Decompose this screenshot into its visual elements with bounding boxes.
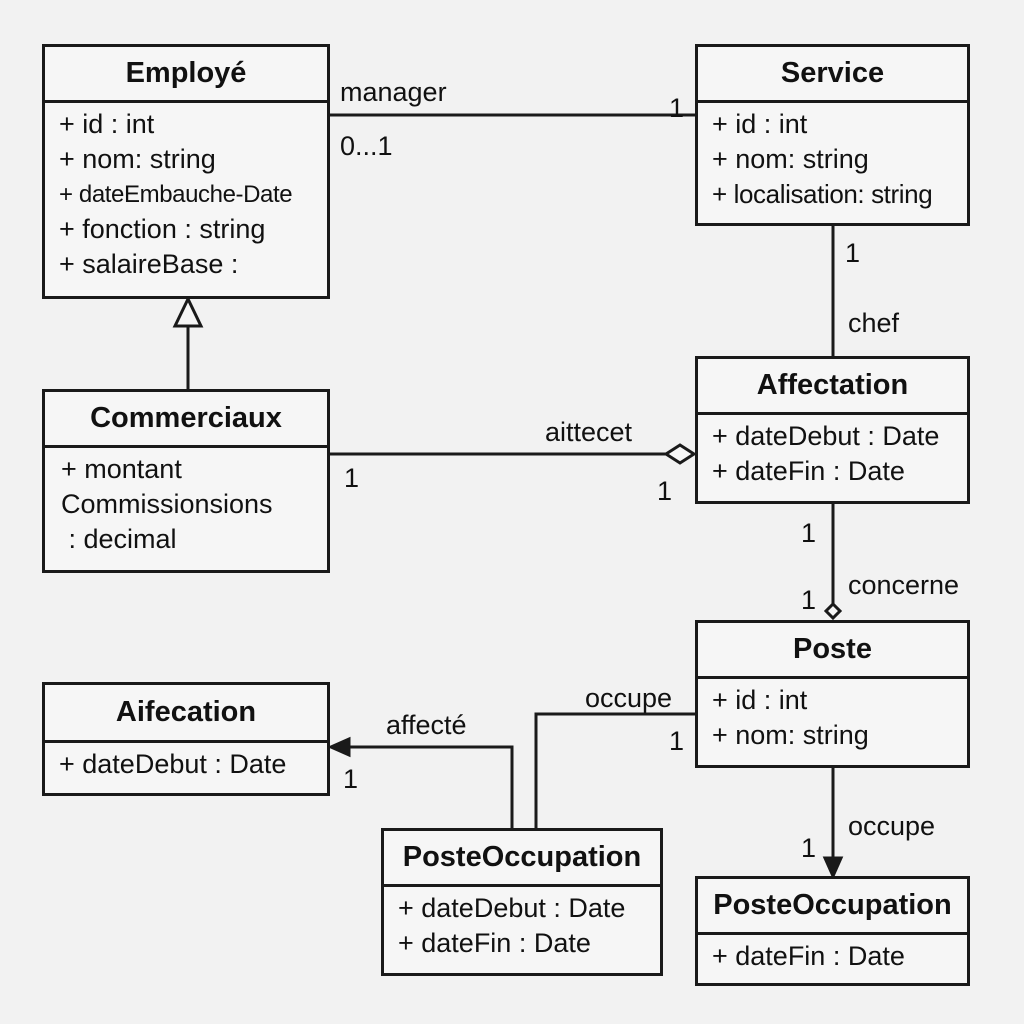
- concerne-multiplicity-poste: 1: [801, 585, 817, 615]
- occupe-top-multiplicity: 1: [669, 726, 685, 756]
- class-aifecation[interactable]: Aifecation + dateDebut : Date: [42, 682, 330, 796]
- chef-multiplicity-service: 1: [845, 238, 861, 268]
- concerne-aggregation-diamond-icon: [823, 601, 843, 621]
- attribute: + montant: [61, 454, 182, 484]
- occupe-top-label: occupe: [585, 683, 673, 713]
- affecte-multiplicity: 1: [343, 764, 359, 794]
- attribute: + dateDebut : Date: [59, 749, 287, 779]
- class-name: Affectation: [698, 359, 967, 415]
- attribute: + dateDebut : Date: [398, 893, 626, 923]
- attribute: : decimal: [61, 524, 177, 554]
- aittecet-multiplicity-commerciaux: 1: [344, 463, 360, 493]
- attribute: + id : int: [59, 109, 155, 139]
- attribute-list: + id : int + nom: string: [698, 679, 967, 753]
- attribute: + dateEmbauche-Date: [59, 181, 293, 208]
- attribute: + dateFin : Date: [712, 456, 905, 486]
- inheritance-triangle-icon: [172, 295, 204, 328]
- manager-label: manager: [340, 77, 447, 107]
- attribute: + id : int: [712, 685, 808, 715]
- attribute-list: + dateFin : Date: [698, 935, 967, 974]
- affecte-label: affecté: [386, 710, 467, 740]
- class-posteoccupation-right[interactable]: PosteOccupation + dateFin : Date: [695, 876, 970, 986]
- concerne-multiplicity-affectation: 1: [801, 518, 817, 548]
- attribute-list: + montant Commissionsions : decimal: [45, 448, 327, 557]
- attribute: + id : int: [712, 109, 808, 139]
- aittecet-multiplicity-affectation: 1: [657, 476, 673, 506]
- attribute: + dateFin : Date: [398, 928, 591, 958]
- attribute-list: + dateDebut : Date + dateFin : Date: [384, 887, 660, 961]
- occupe-association-line: [534, 712, 696, 828]
- occupe-bottom-multiplicity: 1: [801, 833, 817, 863]
- attribute: + nom: string: [712, 144, 869, 174]
- attribute: Commissionsions: [61, 489, 273, 519]
- attribute-list: + id : int + nom: string + dateEmbauche-…: [45, 103, 327, 282]
- attribute: + salaireBase :: [59, 249, 239, 279]
- attribute: + nom: string: [712, 720, 869, 750]
- chef-label: chef: [848, 308, 900, 338]
- attribute: + fonction : string: [59, 214, 266, 244]
- occupe-bottom-arrowhead-icon: [822, 856, 844, 880]
- class-service[interactable]: Service + id : int + nom: string + local…: [695, 44, 970, 226]
- class-affectation[interactable]: Affectation + dateDebut : Date + dateFin…: [695, 356, 970, 504]
- manager-multiplicity-employe: 0...1: [340, 131, 393, 161]
- class-employe[interactable]: Employé + id : int + nom: string + dateE…: [42, 44, 330, 299]
- class-name: PosteOccupation: [698, 879, 967, 935]
- aittecet-aggregation-diamond-icon: [663, 443, 697, 465]
- class-posteoccupation-center[interactable]: PosteOccupation + dateDebut : Date + dat…: [381, 828, 663, 976]
- attribute-list: + dateDebut : Date + dateFin : Date: [698, 415, 967, 489]
- attribute-list: + dateDebut : Date: [45, 743, 327, 782]
- class-name: Aifecation: [45, 685, 327, 743]
- affecte-association-line: [345, 745, 514, 828]
- concerne-label: concerne: [848, 570, 960, 600]
- attribute: + localisation: string: [712, 179, 933, 209]
- class-name: Poste: [698, 623, 967, 679]
- class-name: Service: [698, 47, 967, 103]
- manager-multiplicity-service: 1: [669, 93, 685, 123]
- class-name: Employé: [45, 47, 327, 103]
- class-commerciaux[interactable]: Commerciaux + montant Commissionsions : …: [42, 389, 330, 573]
- attribute-list: + id : int + nom: string + localisation:…: [698, 103, 967, 212]
- affecte-arrowhead-icon: [327, 736, 351, 758]
- occupe-bottom-label: occupe: [848, 811, 936, 841]
- attribute: + dateDebut : Date: [712, 421, 940, 451]
- aittecet-label: aittecet: [545, 417, 633, 447]
- attribute: + nom: string: [59, 144, 216, 174]
- class-name: Commerciaux: [45, 392, 327, 448]
- class-name: PosteOccupation: [384, 831, 660, 887]
- class-poste[interactable]: Poste + id : int + nom: string: [695, 620, 970, 768]
- attribute: + dateFin : Date: [712, 941, 905, 971]
